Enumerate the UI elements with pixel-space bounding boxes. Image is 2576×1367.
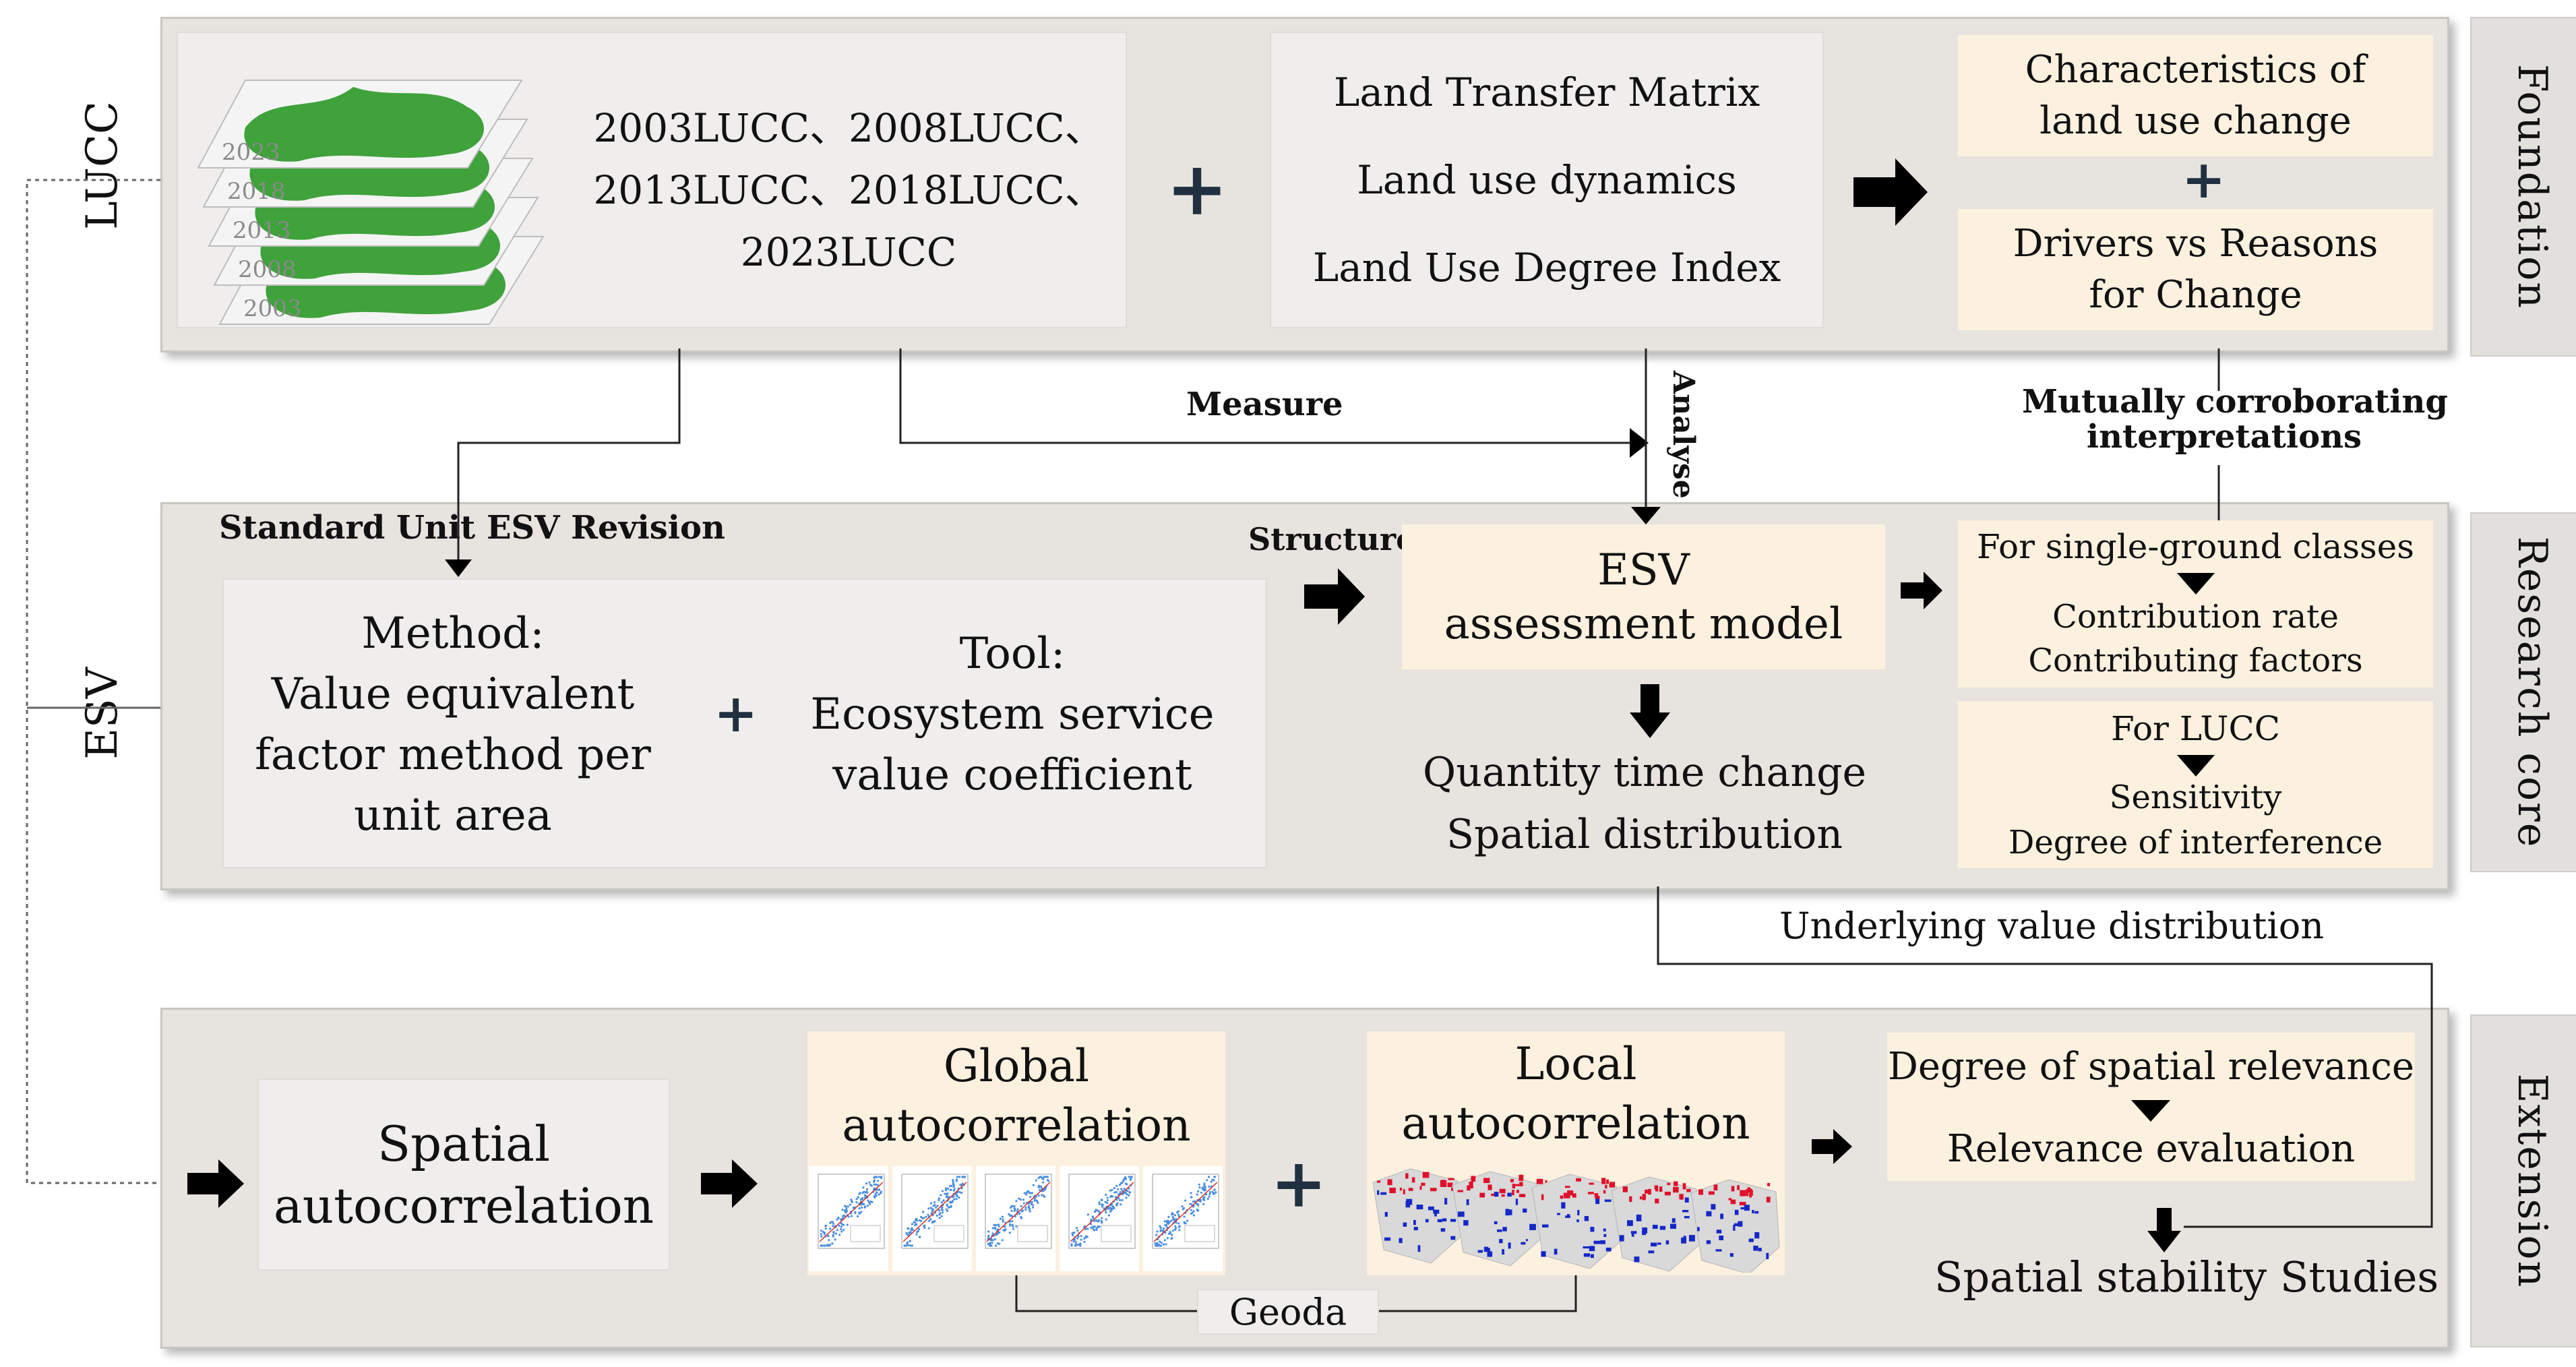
characteristics-text: Characteristics of land use change <box>2025 48 2366 143</box>
right-arrow-icon <box>1304 568 1365 625</box>
quantity-time-change: Quantity time change <box>1423 749 1866 796</box>
method-line-4: unit area <box>354 791 552 841</box>
single-ground-box: For single-ground classes Contribution r… <box>1958 520 2433 688</box>
characteristics-box: Characteristics of land use change <box>1958 35 2433 156</box>
land-use-dynamics: Land use dynamics <box>1357 157 1737 203</box>
tab-foundation: Foundation <box>2470 17 2576 357</box>
method-tool-box: Method: Value equivalent factor method p… <box>222 578 1267 868</box>
map-land-2023 <box>244 87 484 162</box>
analysis-methods-box: Land Transfer Matrix Land use dynamics L… <box>1270 32 1824 328</box>
down-arrow-icon <box>2177 573 2215 595</box>
method-line-2: Value equivalent <box>271 669 635 719</box>
map-year-label: 2008 <box>238 256 297 283</box>
geoda-text: Geoda <box>1229 1290 1347 1333</box>
geoda-label: Geoda <box>1197 1289 1379 1335</box>
esv-outputs: Quantity time change Spatial distributio… <box>1409 741 1880 865</box>
plus-icon: + <box>714 683 758 744</box>
spatial-stability-studies: Spatial stability Studies <box>1934 1252 2439 1302</box>
global-autocorrelation-box: Global autocorrelation <box>807 1031 1225 1275</box>
degree-of-spatial-relevance: Degree of spatial relevance <box>1887 1045 2415 1089</box>
stacked-lucc-maps: 2003 2008 2013 2018 2023 <box>197 80 545 325</box>
map-year-label: 2023 <box>222 139 280 166</box>
local-label: Local <box>1514 1038 1637 1090</box>
contributing-factors: Contributing factors <box>2028 642 2363 679</box>
spatial-autocorrelation-box: Spatial autocorrelation <box>257 1079 670 1271</box>
for-lucc-box: For LUCC Sensitivity Degree of interfere… <box>1958 701 2433 868</box>
esv-model-title: ESV <box>1597 545 1690 595</box>
tool-line-2: Ecosystem service <box>810 690 1215 739</box>
esv-model-subtitle: assessment model <box>1444 599 1843 649</box>
lucc-list: 2003LUCC、2008LUCC、 2013LUCC、2018LUCC、 20… <box>582 97 1115 283</box>
tool-label: Tool: <box>959 629 1066 679</box>
tab-research-core: Research core <box>2470 512 2576 872</box>
mutually-line-2: interpretations <box>2086 418 2362 456</box>
moran-scatterplot-2013 <box>976 1166 1055 1271</box>
degree-of-interference: Degree of interference <box>2008 824 2383 861</box>
right-arrow-icon <box>187 1159 244 1208</box>
down-arrow-icon <box>2147 1208 2181 1252</box>
spatial-autocorrelation-subtitle: autocorrelation <box>273 1177 654 1234</box>
drivers-text: Drivers vs Reasons for Change <box>2013 222 2379 317</box>
spatial-autocorrelation-title: Spatial <box>377 1115 551 1172</box>
underlying-value-label: Underlying value distribution <box>1779 905 2324 947</box>
moran-scatterplot-2008 <box>892 1166 972 1271</box>
land-transfer-matrix: Land Transfer Matrix <box>1333 69 1760 115</box>
lucc-maps-box: 2003 2008 2013 2018 2023 2003LUCC、2008LUCC、 … <box>177 32 1127 328</box>
relevance-evaluation: Relevance evaluation <box>1946 1127 2356 1171</box>
down-arrow-icon <box>1630 684 1670 738</box>
for-lucc-title: For LUCC <box>2111 709 2280 748</box>
lucc-list-line-3: 2023LUCC <box>740 229 957 275</box>
tool-block: Tool: Ecosystem service value coefficien… <box>776 580 1248 849</box>
measure-label: Measure <box>1186 386 1343 423</box>
global-subtitle: autocorrelation <box>842 1099 1191 1151</box>
moran-scatterplot-2018 <box>1060 1166 1139 1271</box>
single-ground-title: For single-ground classes <box>1977 527 2414 566</box>
tool-line-3: value coefficient <box>832 750 1192 800</box>
method-line-3: factor method per <box>255 730 651 780</box>
drivers-box: Drivers vs Reasons for Change <box>1958 209 2433 330</box>
esv-revision-title: Standard Unit ESV Revision <box>219 509 725 547</box>
lucc-list-line-1: 2003LUCC、2008LUCC、 <box>593 105 1104 151</box>
map-year-label: 2003 <box>243 295 302 322</box>
moran-scatterplot-2023 <box>1143 1166 1223 1271</box>
global-label: Global <box>943 1040 1090 1092</box>
plus-icon: + <box>1270 1143 1327 1223</box>
right-arrow-icon <box>701 1159 758 1208</box>
spatial-distribution: Spatial distribution <box>1446 811 1843 858</box>
local-subtitle: autocorrelation <box>1401 1097 1750 1149</box>
moran-scatterplots <box>809 1166 1224 1271</box>
moran-scatterplot-2003 <box>809 1166 888 1271</box>
method-label: Method: <box>361 609 545 659</box>
map-year-label: 2018 <box>227 178 286 205</box>
plus-icon: + <box>2182 149 2226 210</box>
analyse-label: Analyse <box>1666 371 1700 499</box>
mutually-corroborating-label: Mutually corroborating interpretations <box>2022 383 2448 456</box>
lucc-list-line-2: 2013LUCC、2018LUCC、 <box>593 167 1104 213</box>
structure-label: Structure <box>1248 521 1416 557</box>
map-year-label: 2013 <box>233 217 291 244</box>
down-arrow-icon <box>2131 1100 2170 1122</box>
mutually-line-1: Mutually corroborating <box>2022 383 2448 421</box>
sensitivity: Sensitivity <box>2109 779 2282 816</box>
plus-icon: + <box>1166 145 1229 232</box>
spatial-stability-studies-text: Spatial stability Studies <box>1934 1252 2439 1302</box>
land-use-degree-index: Land Use Degree Index <box>1312 245 1781 291</box>
global-autocorrelation-title: Global autocorrelation <box>807 1037 1225 1155</box>
esv-model-box: ESV assessment model <box>1402 524 1885 669</box>
lisa-cluster-maps <box>1372 1168 1780 1273</box>
right-arrow-icon <box>1901 572 1942 609</box>
right-arrow-icon <box>1812 1129 1852 1164</box>
local-autocorrelation-box: Local autocorrelation <box>1367 1031 1785 1275</box>
tab-extension: Extension <box>2470 1014 2576 1347</box>
local-autocorrelation-title: Local autocorrelation <box>1367 1035 1785 1153</box>
method-block: Method: Value equivalent factor method p… <box>224 580 682 870</box>
right-arrow-icon <box>1853 158 1928 226</box>
spatial-relevance-box: Degree of spatial relevance Relevance ev… <box>1887 1033 2415 1181</box>
contribution-rate: Contribution rate <box>2052 598 2339 636</box>
down-arrow-icon <box>2177 755 2215 777</box>
